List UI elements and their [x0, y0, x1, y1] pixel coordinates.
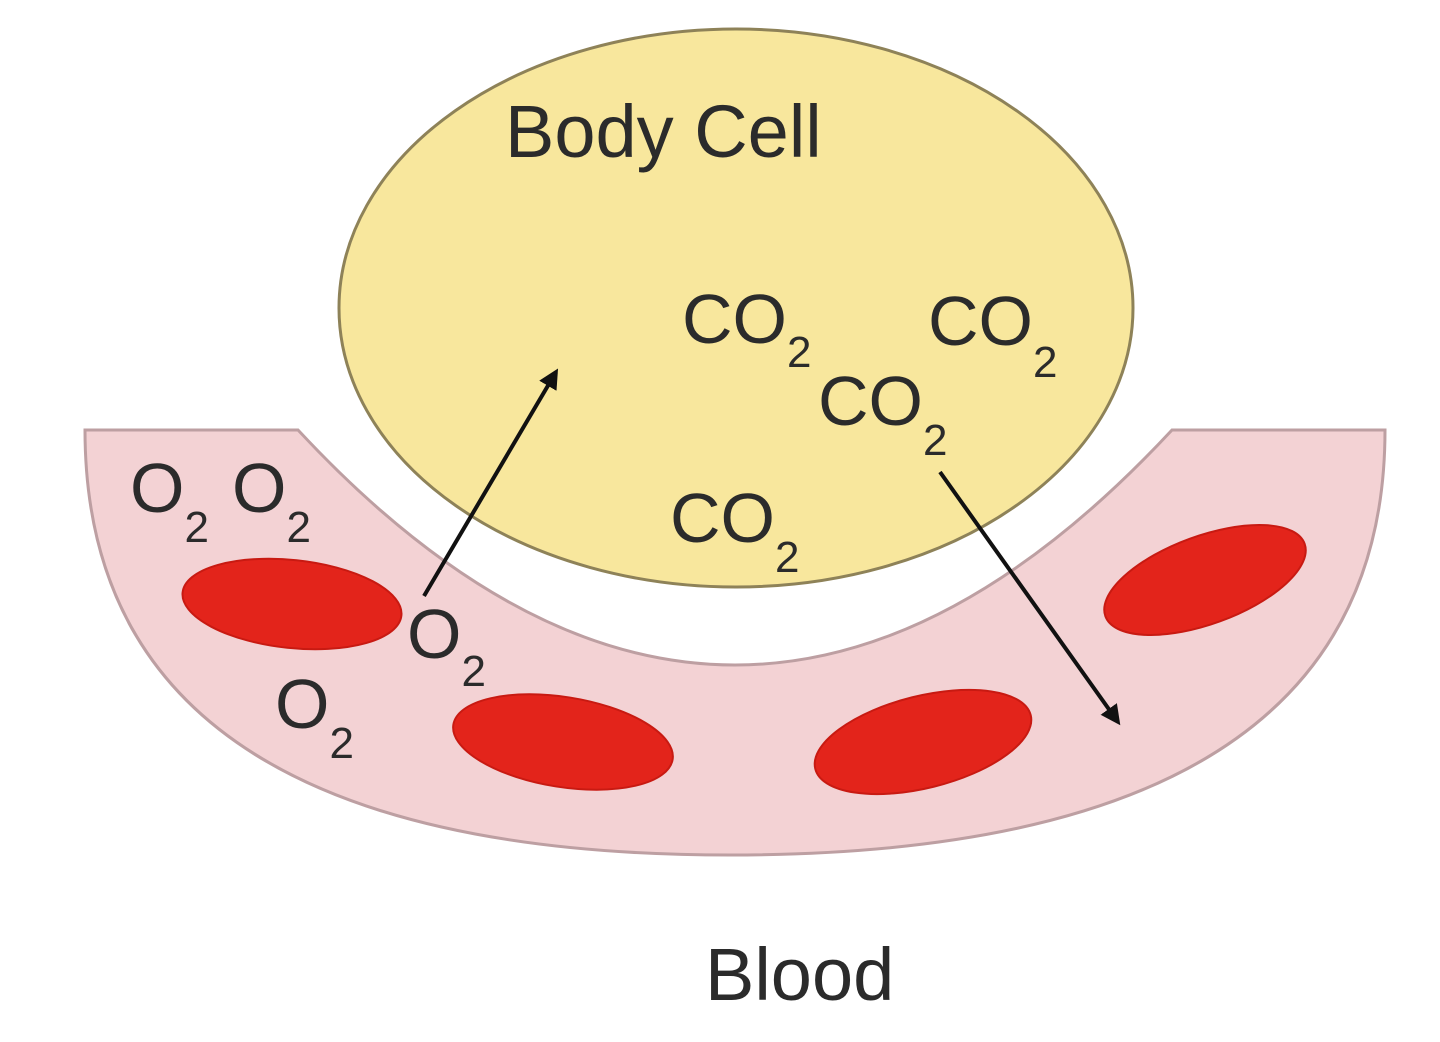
blood-label: Blood — [705, 933, 894, 1016]
red-blood-cell — [813, 688, 1033, 796]
red-blood-cell — [181, 557, 403, 651]
red-blood-cell — [452, 693, 674, 791]
body-cell — [337, 27, 1135, 589]
oxygen-diffusion-arrow — [422, 368, 559, 598]
o2-molecule: O2 — [130, 449, 209, 552]
red-blood-cell — [1103, 524, 1307, 636]
body-cell-label: Body Cell — [505, 90, 822, 173]
o2-molecule: O2 — [232, 449, 311, 552]
co2-molecule: CO2 — [670, 479, 799, 582]
co2-molecule: CO2 — [682, 280, 811, 377]
blood-vessel — [83, 428, 1387, 857]
carbon-dioxide-diffusion-arrow — [938, 470, 1121, 726]
o2-molecule: O2 — [275, 665, 354, 768]
co2-molecule: CO2 — [928, 282, 1057, 387]
o2-molecule: O2 — [407, 595, 486, 696]
co2-molecule: CO2 — [818, 362, 947, 465]
